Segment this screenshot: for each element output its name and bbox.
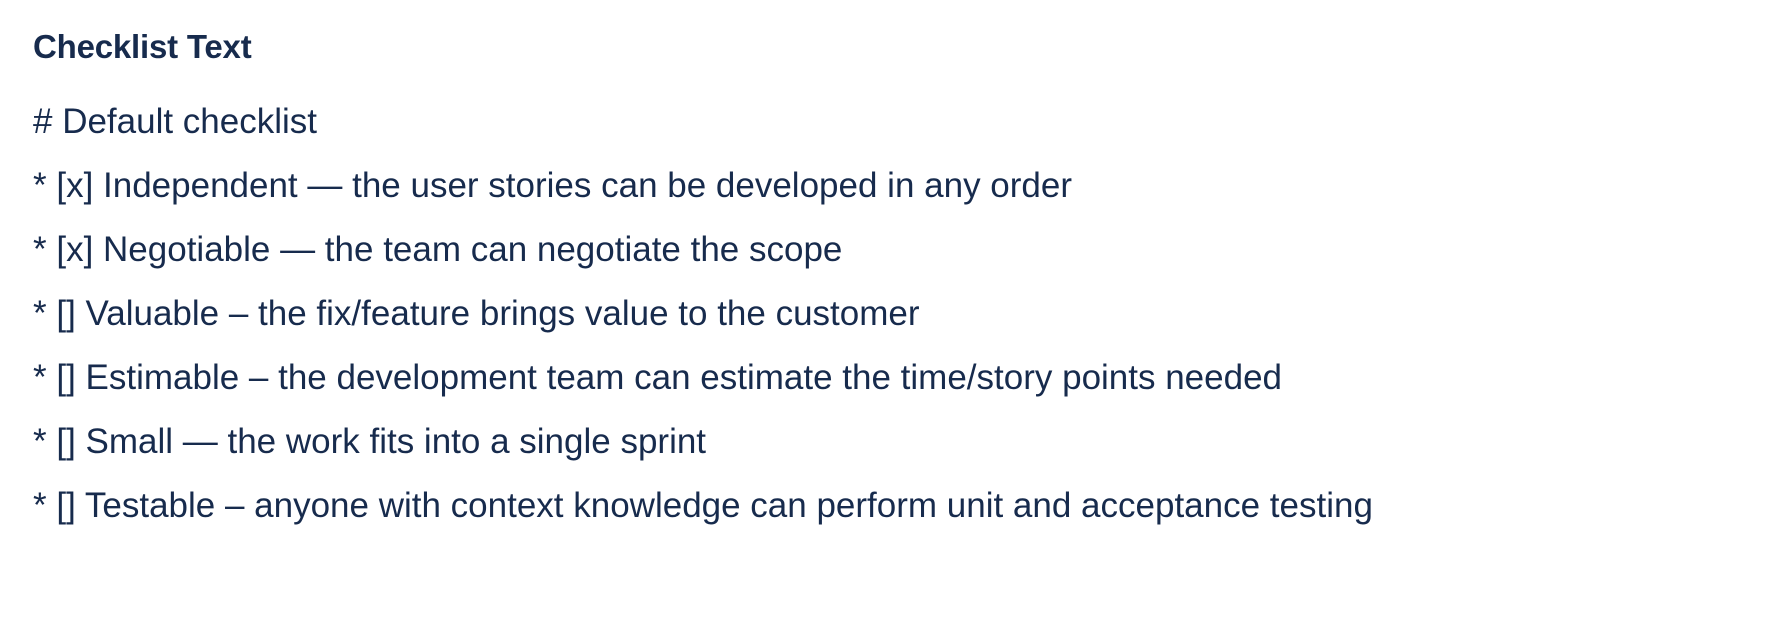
- checklist-line-negotiable: * [x] Negotiable — the team can negotiat…: [33, 230, 843, 269]
- checklist-line-small: * [] Small — the work fits into a single…: [33, 422, 707, 461]
- checklist-text-value[interactable]: # Default checklist * [x] Independent — …: [33, 90, 1752, 538]
- field-label-checklist-text: Checklist Text: [33, 28, 252, 65]
- checklist-line-estimable: * [] Estimable – the development team ca…: [33, 358, 1283, 397]
- checklist-line-testable: * [] Testable – anyone with context know…: [33, 486, 1373, 525]
- checklist-line-valuable: * [] Valuable – the fix/feature brings v…: [33, 294, 920, 333]
- checklist-line-heading: # Default checklist: [33, 102, 318, 141]
- checklist-line-independent: * [x] Independent — the user stories can…: [33, 166, 1072, 205]
